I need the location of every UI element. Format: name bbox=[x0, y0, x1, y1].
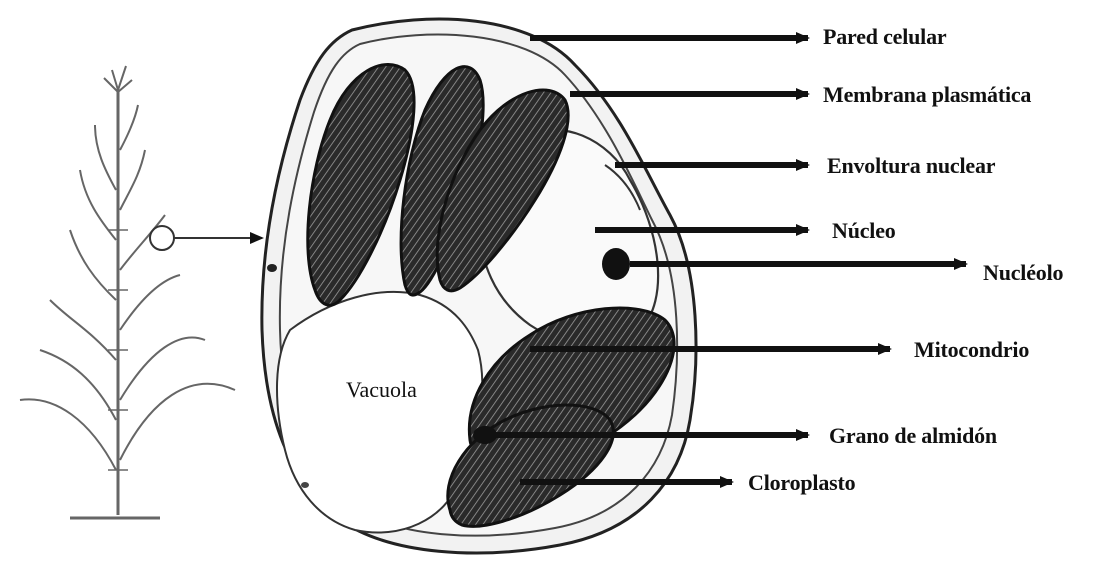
label-vacuola: Vacuola bbox=[346, 377, 417, 403]
label-nucleolo: Nucléolo bbox=[983, 260, 1063, 286]
mitochondrion bbox=[267, 264, 277, 272]
vesicle bbox=[301, 482, 309, 488]
label-envoltura-nuclear: Envoltura nuclear bbox=[827, 153, 995, 179]
magnifier-circle bbox=[150, 226, 174, 250]
label-nucleo: Núcleo bbox=[832, 218, 896, 244]
label-grano-almidon: Grano de almidón bbox=[829, 423, 997, 449]
label-cloroplasto: Cloroplasto bbox=[748, 470, 855, 496]
starch-grain bbox=[473, 426, 497, 444]
label-pared-celular: Pared celular bbox=[823, 24, 946, 50]
plant-illustration bbox=[20, 66, 235, 518]
cell bbox=[262, 19, 696, 553]
label-mitocondrio: Mitocondrio bbox=[914, 337, 1029, 363]
nucleolus bbox=[602, 248, 630, 280]
label-membrana-plasmatica: Membrana plasmática bbox=[823, 82, 1031, 108]
